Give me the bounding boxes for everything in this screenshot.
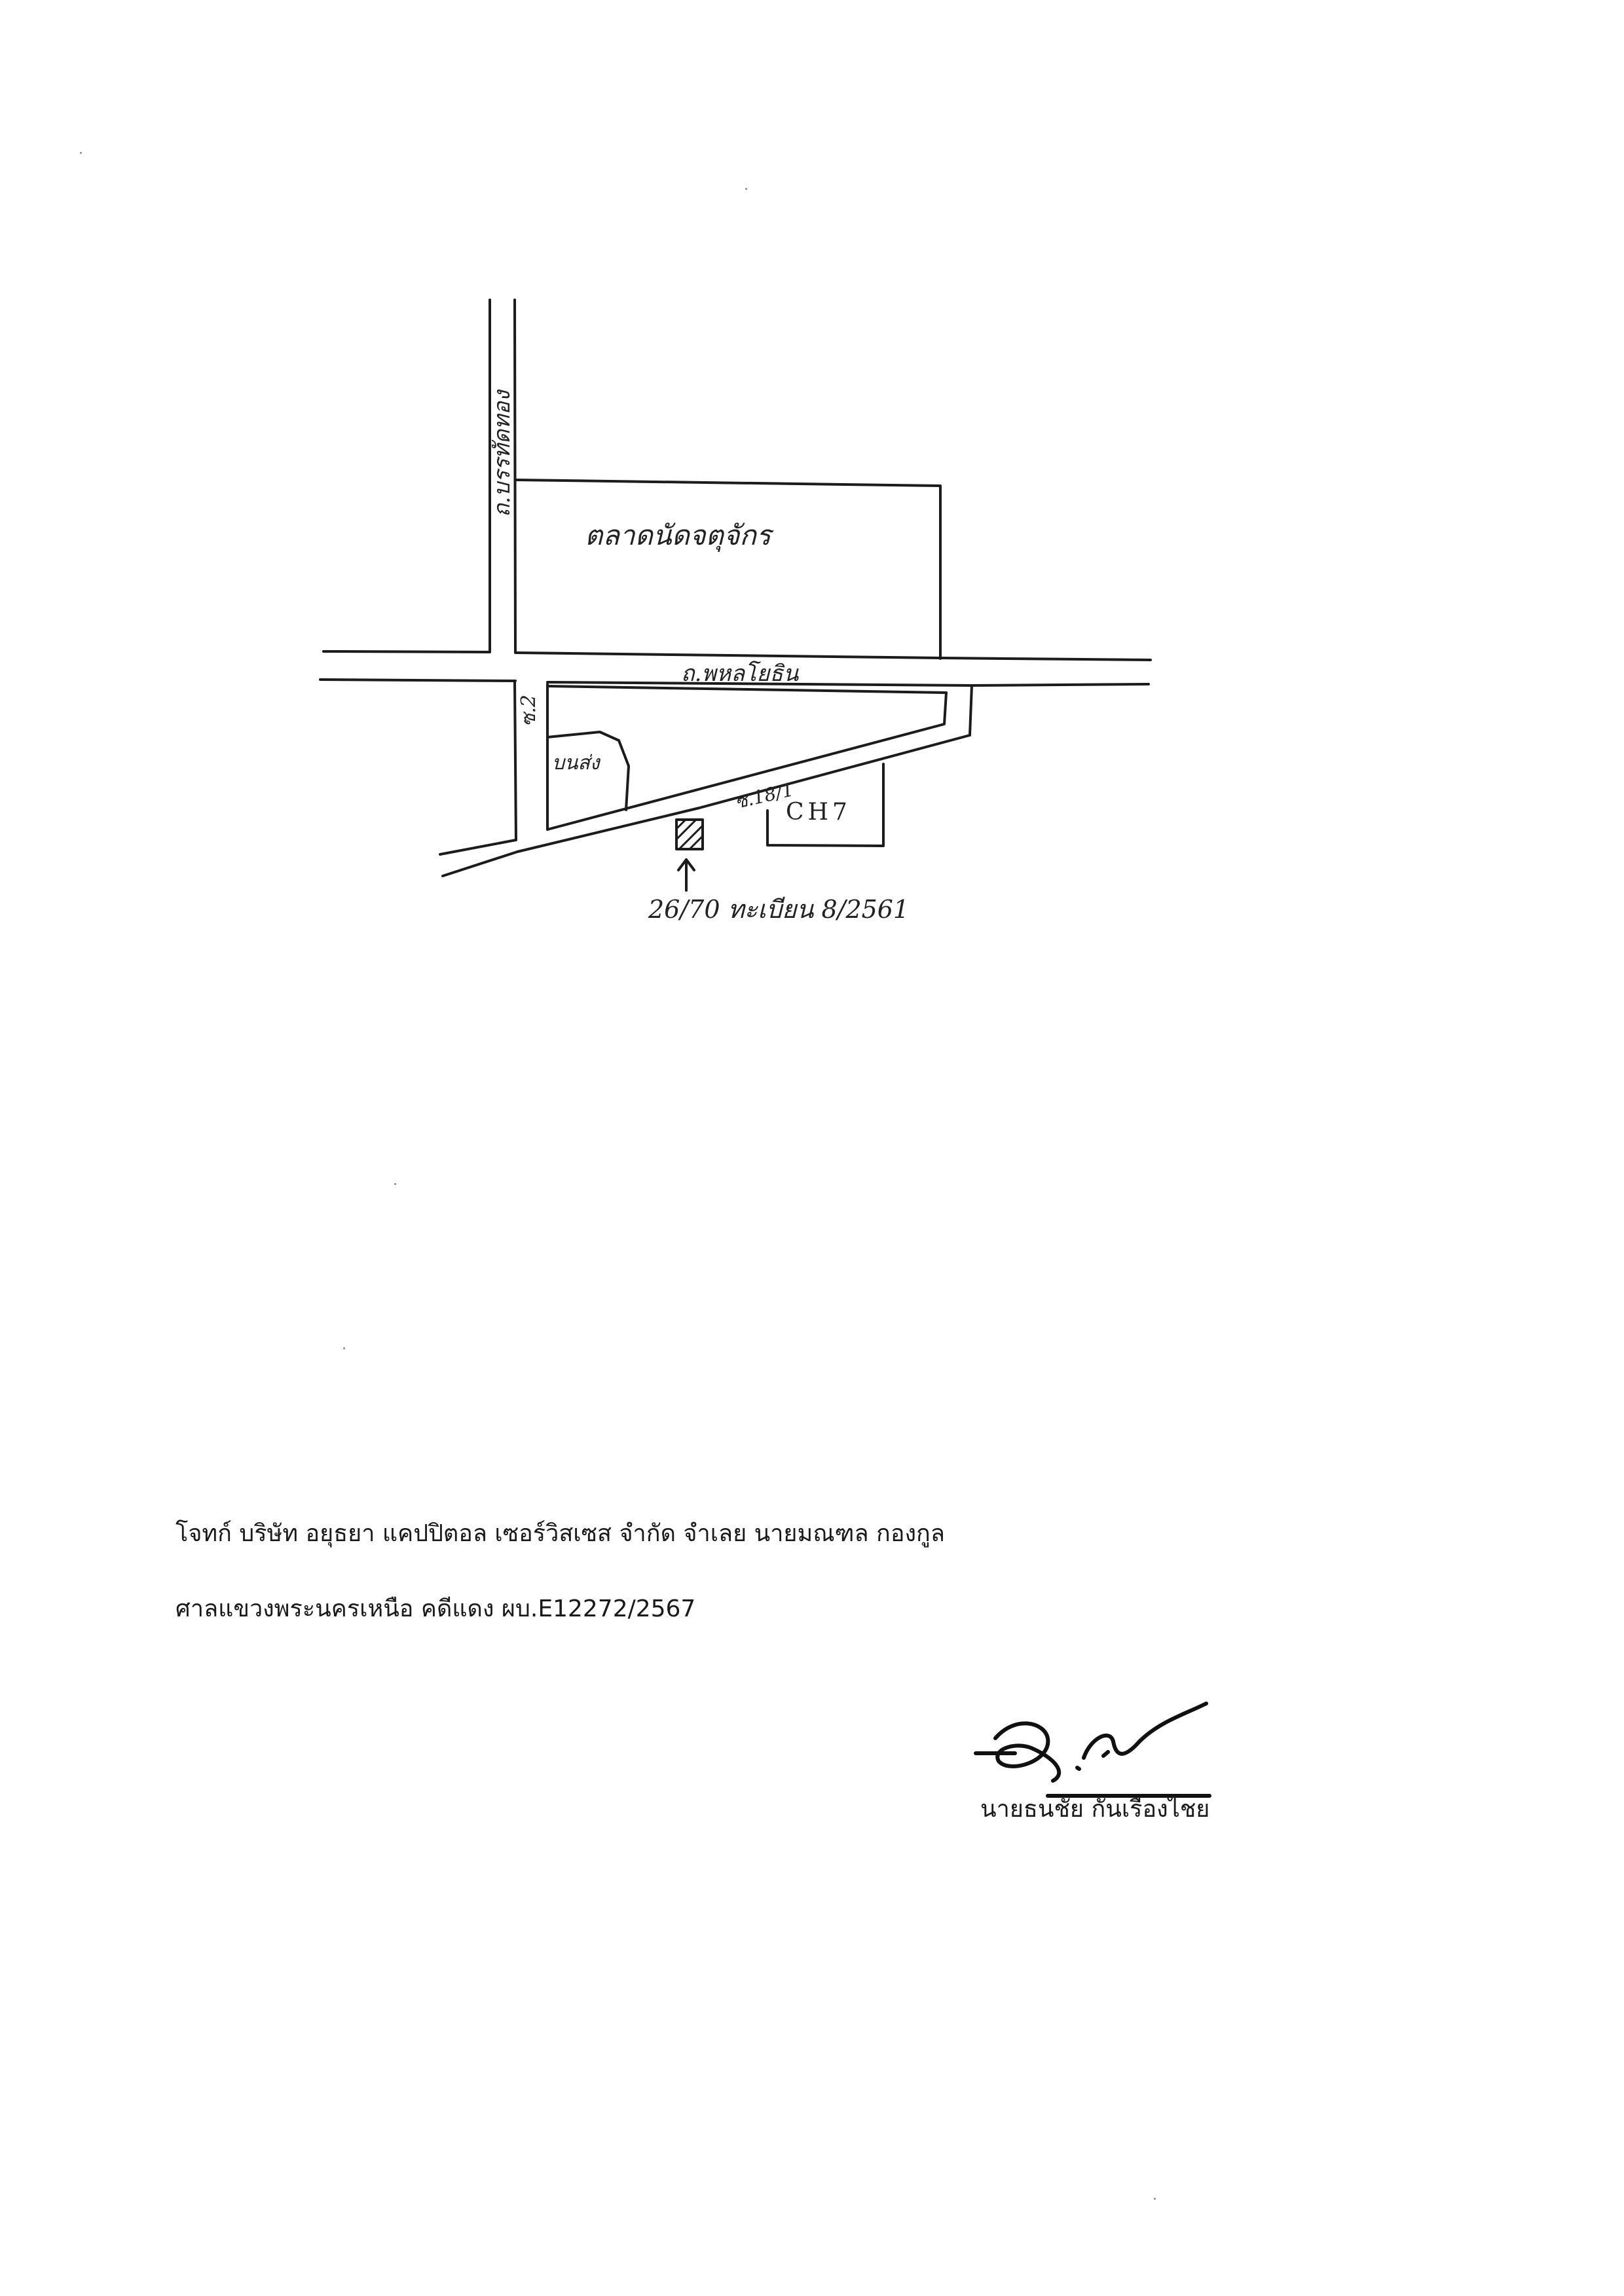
- market-block-outline: [514, 479, 942, 660]
- case-parties-line: โจทก์ บริษัท อยุธยา แคปปิตอล เซอร์วิสเซส…: [175, 1520, 945, 1547]
- scan-speck: [80, 152, 82, 154]
- label-soi-left: ซ.2: [517, 695, 540, 727]
- triangle-block: [546, 685, 948, 831]
- label-main-road: ถ.พหลโยธิน: [681, 661, 799, 687]
- lower-road-edge-bottom: [441, 850, 519, 877]
- label-house-note: 26/70 ทะเบียน 8/2561: [648, 895, 909, 924]
- ch7-box-outline: [766, 763, 885, 847]
- main-road-edge-top: [322, 650, 1152, 661]
- diagonal-lane-edge: [516, 734, 971, 853]
- signature: [974, 1702, 1211, 1798]
- label-market: ตลาดนัดจตุจักร: [585, 519, 774, 552]
- location-map-sketch: ถ.บรรทัดทอง ตลาดนัดจตุจักร ถ.พหลโยธิน ซ.…: [319, 299, 1152, 924]
- scan-speck: [1154, 2198, 1156, 2200]
- label-small-block: บนส่ง: [552, 752, 601, 774]
- lower-road-edge-top: [439, 839, 517, 856]
- small-block-outline: [546, 731, 630, 811]
- house-marker-hatch: [675, 818, 704, 850]
- scan-speck: [343, 1347, 345, 1349]
- soi-left-edge: [513, 680, 517, 841]
- label-road-left-vertical: ถ.บรรทัดทอง: [489, 389, 515, 517]
- scan-speck: [745, 188, 747, 190]
- signer-name: นายธนชัย กันเรืองไชย: [980, 1796, 1210, 1823]
- house-arrow-head: [677, 858, 695, 871]
- lane-right-edge: [969, 684, 973, 737]
- court-case-line: ศาลแขวงพระนครเหนือ คดีแดง ผบ.E12272/2567: [175, 1595, 696, 1622]
- scan-speck: [394, 1183, 396, 1185]
- label-ch7: CH7: [786, 799, 851, 826]
